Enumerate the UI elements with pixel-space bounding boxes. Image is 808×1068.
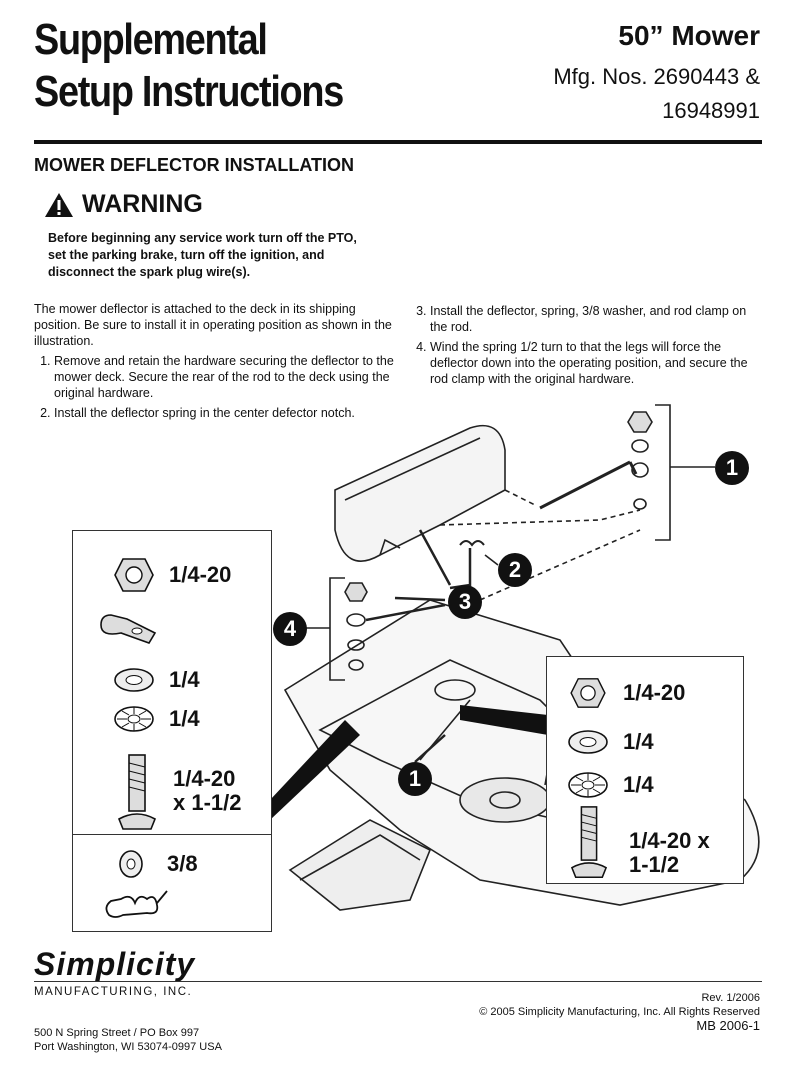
address-line-1: 500 N Spring Street / PO Box 997 bbox=[34, 1027, 200, 1039]
left-bolt-size-2: x 1-1/2 bbox=[173, 790, 242, 815]
instructions-left: The mower deflector is attached to the d… bbox=[34, 301, 394, 425]
section-title: MOWER DEFLECTOR INSTALLATION bbox=[34, 155, 354, 175]
footer-rule bbox=[34, 981, 762, 982]
title-line-1: Supplemental bbox=[34, 15, 268, 64]
copyright-text: © 2005 Simplicity Manufacturing, Inc. Al… bbox=[479, 1006, 760, 1018]
hardware-box-left: 1/4-20 1/4 1/4 1/4-20 x 1-1/2 bbox=[72, 530, 272, 836]
right-washer-size: 1/4 bbox=[623, 729, 654, 754]
large-washer-icon bbox=[119, 850, 143, 878]
revision-info: Rev. 1/2006 © 2005 Simplicity Manufactur… bbox=[479, 991, 760, 1019]
simplicity-logo: Simplicity bbox=[34, 946, 196, 982]
callout-1-deck: 1 bbox=[398, 762, 432, 796]
rod-clamp-icon bbox=[100, 614, 157, 644]
step-4: Wind the spring 1/2 turn to that the leg… bbox=[430, 339, 762, 387]
hex-nut-icon bbox=[114, 558, 154, 592]
warning-icon bbox=[45, 192, 73, 217]
mfg-line-2: 16948991 bbox=[662, 98, 760, 123]
address-line-2: Port Washington, WI 53074-0997 USA bbox=[34, 1041, 222, 1053]
instructions-right: Install the deflector, spring, 3/8 washe… bbox=[410, 303, 762, 391]
step-3: Install the deflector, spring, 3/8 washe… bbox=[430, 303, 762, 335]
right-bolt-size-1: 1/4-20 x bbox=[629, 828, 710, 853]
model-name: 50” Mower bbox=[618, 20, 760, 51]
mfg-line-1: Mfg. Nos. 2690443 & bbox=[553, 64, 760, 89]
document-number: MB 2006-1 bbox=[696, 1018, 760, 1033]
step-list-right: Install the deflector, spring, 3/8 washe… bbox=[410, 303, 762, 387]
warning-label: WARNING bbox=[82, 190, 203, 218]
callout-3-washer: 3 bbox=[448, 585, 482, 619]
right-lockwasher-size: 1/4 bbox=[623, 772, 654, 797]
flat-washer-icon bbox=[568, 730, 608, 754]
flat-washer-icon bbox=[114, 668, 154, 692]
carriage-bolt-icon bbox=[570, 806, 608, 878]
torsion-spring-icon bbox=[105, 890, 168, 918]
right-nut-size: 1/4-20 bbox=[623, 680, 686, 705]
document-title: Supplemental Setup Instructions bbox=[34, 14, 344, 118]
revision-date: Rev. 1/2006 bbox=[701, 992, 760, 1004]
spring-washer-size: 3/8 bbox=[167, 851, 198, 876]
hardware-box-right: 1/4-20 1/4 1/4 1/4-20 x 1-1/2 bbox=[546, 656, 744, 884]
warning-heading: WARNING bbox=[44, 190, 203, 219]
step-list-left: Remove and retain the hardware securing … bbox=[34, 353, 394, 421]
title-line-2: Setup Instructions bbox=[34, 67, 344, 116]
left-washer-size: 1/4 bbox=[169, 667, 200, 692]
intro-text: The mower deflector is attached to the d… bbox=[34, 302, 392, 348]
right-bolt-size-2: 1-1/2 bbox=[629, 852, 680, 877]
mfg-numbers: Mfg. Nos. 2690443 & 16948991 bbox=[500, 60, 760, 128]
spring-hardware-box: 3/8 bbox=[72, 834, 272, 932]
hex-nut-icon bbox=[570, 678, 606, 708]
header-rule bbox=[34, 140, 762, 144]
callout-4-bracket: 4 bbox=[273, 612, 307, 646]
callout-2-spring: 2 bbox=[498, 553, 532, 587]
callout-1-rod: 1 bbox=[715, 451, 749, 485]
step-1: Remove and retain the hardware securing … bbox=[54, 353, 394, 401]
lock-washer-icon bbox=[568, 772, 608, 798]
company-address: 500 N Spring Street / PO Box 997 Port Wa… bbox=[34, 1026, 222, 1054]
left-lockwasher-size: 1/4 bbox=[169, 706, 200, 731]
step-2: Install the deflector spring in the cent… bbox=[54, 405, 394, 421]
left-bolt-size-1: 1/4-20 bbox=[173, 766, 236, 791]
lock-washer-icon bbox=[114, 706, 154, 732]
company-name: MANUFACTURING, INC. bbox=[34, 986, 193, 998]
carriage-bolt-icon bbox=[117, 754, 157, 830]
left-nut-size: 1/4-20 bbox=[169, 562, 232, 587]
warning-text: Before beginning any service work turn o… bbox=[48, 231, 357, 279]
